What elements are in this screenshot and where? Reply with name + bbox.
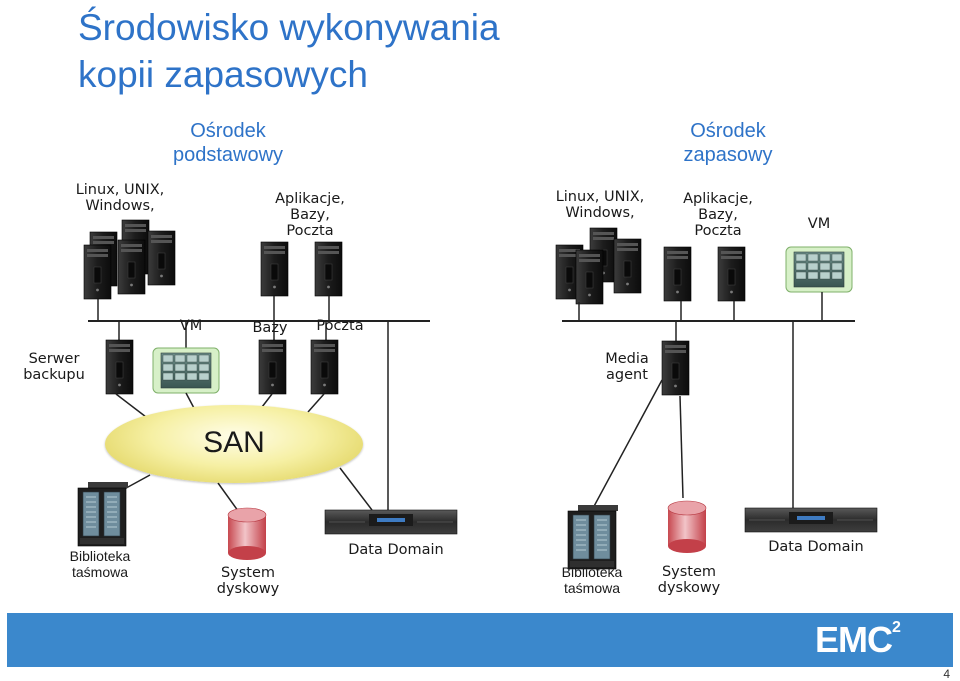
primary-vm-label: VM xyxy=(179,318,203,334)
backup-apps-label: Aplikacje, Bazy, Poczta xyxy=(666,191,770,239)
backup-vm-host-icon xyxy=(785,246,853,293)
san-fabric xyxy=(105,405,363,483)
san-label: SAN xyxy=(203,426,265,459)
primary-apps-line-3: Poczta xyxy=(286,223,334,239)
backup-os-server-icon xyxy=(575,249,604,305)
title-line-1: Środowisko wykonywania xyxy=(78,7,500,48)
primary-mail-server-icon xyxy=(310,339,339,395)
backup-server-label: Serwer backupu xyxy=(10,351,98,383)
media-agent-server-icon xyxy=(661,340,690,396)
primary-disk-system-icon xyxy=(227,507,267,561)
emc-logo-superscript: 2 xyxy=(892,619,901,636)
backup-vm-label: VM xyxy=(807,216,831,232)
primary-apps-line-2: Bazy, xyxy=(290,207,330,223)
primary-app-server-icon xyxy=(260,241,289,297)
backup-disk-line-2: dyskowy xyxy=(657,580,721,596)
primary-os-line-1: Linux, UNIX, xyxy=(75,182,165,198)
backup-app-server-icon xyxy=(663,246,692,302)
backup-apps-line-2: Bazy, xyxy=(698,207,738,223)
primary-vm-host-icon xyxy=(152,347,220,394)
backup-apps-line-1: Aplikacje, xyxy=(683,191,753,207)
backup-tape-label: Biblioteka taśmowa xyxy=(548,564,636,596)
backup-tape-line-2: taśmowa xyxy=(563,580,621,596)
page-number: 4 xyxy=(943,667,950,681)
primary-tape-line-2: taśmowa xyxy=(71,564,129,580)
backup-tape-library-icon xyxy=(567,504,619,570)
media-agent-line-1: Media xyxy=(605,351,649,367)
backup-os-label: Linux, UNIX, Windows, xyxy=(538,189,662,221)
backup-data-domain-icon xyxy=(744,507,878,533)
backup-disk-line-1: System xyxy=(661,564,717,580)
backup-disk-system-icon xyxy=(667,500,707,554)
emc-logo-text: EMC xyxy=(815,619,893,660)
media-agent-line-2: agent xyxy=(606,367,648,383)
backup-site-line-1: Ośrodek xyxy=(690,120,766,142)
primary-db-server-icon xyxy=(258,339,287,395)
backup-site-label: Ośrodek zapasowy xyxy=(660,119,796,167)
primary-data-domain-label: Data Domain xyxy=(348,542,444,558)
primary-apps-line-1: Aplikacje, xyxy=(275,191,345,207)
primary-os-label: Linux, UNIX, Windows, xyxy=(70,182,170,214)
primary-os-server-icon xyxy=(83,244,112,300)
media-agent-label: Media agent xyxy=(590,351,664,383)
backup-server-line-1: Serwer xyxy=(28,351,80,367)
primary-tape-library-icon xyxy=(77,481,129,547)
primary-apps-label: Aplikacje, Bazy, Poczta xyxy=(258,191,362,239)
backup-os-line-2: Windows, xyxy=(565,205,635,221)
backup-site-line-2: zapasowy xyxy=(683,144,773,166)
primary-disk-line-1: System xyxy=(220,565,276,581)
primary-site-line-1: Ośrodek xyxy=(190,120,266,142)
primary-data-domain-icon xyxy=(324,509,458,535)
primary-mail-label: Poczta xyxy=(316,318,364,334)
backup-apps-line-3: Poczta xyxy=(694,223,742,239)
backup-app-server-icon xyxy=(717,246,746,302)
primary-db-label: Bazy xyxy=(252,320,288,336)
backup-server-line-2: backupu xyxy=(23,367,85,383)
backup-data-domain-label: Data Domain xyxy=(768,539,864,555)
primary-disk-label: System dyskowy xyxy=(204,565,292,597)
page-title: Środowisko wykonywania kopii zapasowych xyxy=(78,4,500,98)
primary-os-server-icon xyxy=(117,239,146,295)
emc-logo: EMC2 xyxy=(815,619,901,660)
backup-tape-line-1: Biblioteka xyxy=(561,564,623,580)
footer-bar xyxy=(7,613,953,667)
primary-site-label: Ośrodek podstawowy xyxy=(150,119,306,167)
primary-tape-line-1: Biblioteka xyxy=(69,548,131,564)
primary-disk-line-2: dyskowy xyxy=(216,581,280,597)
primary-site-line-2: podstawowy xyxy=(172,144,284,166)
backup-disk-label: System dyskowy xyxy=(644,564,734,596)
title-line-2: kopii zapasowych xyxy=(78,54,368,95)
primary-os-line-2: Windows, xyxy=(85,198,155,214)
backup-server-icon xyxy=(105,339,134,395)
primary-os-server-icon xyxy=(147,230,176,286)
backup-os-line-1: Linux, UNIX, xyxy=(555,189,645,205)
primary-tape-label: Biblioteka taśmowa xyxy=(56,548,144,580)
primary-app-server-icon xyxy=(314,241,343,297)
backup-os-server-icon xyxy=(613,238,642,294)
